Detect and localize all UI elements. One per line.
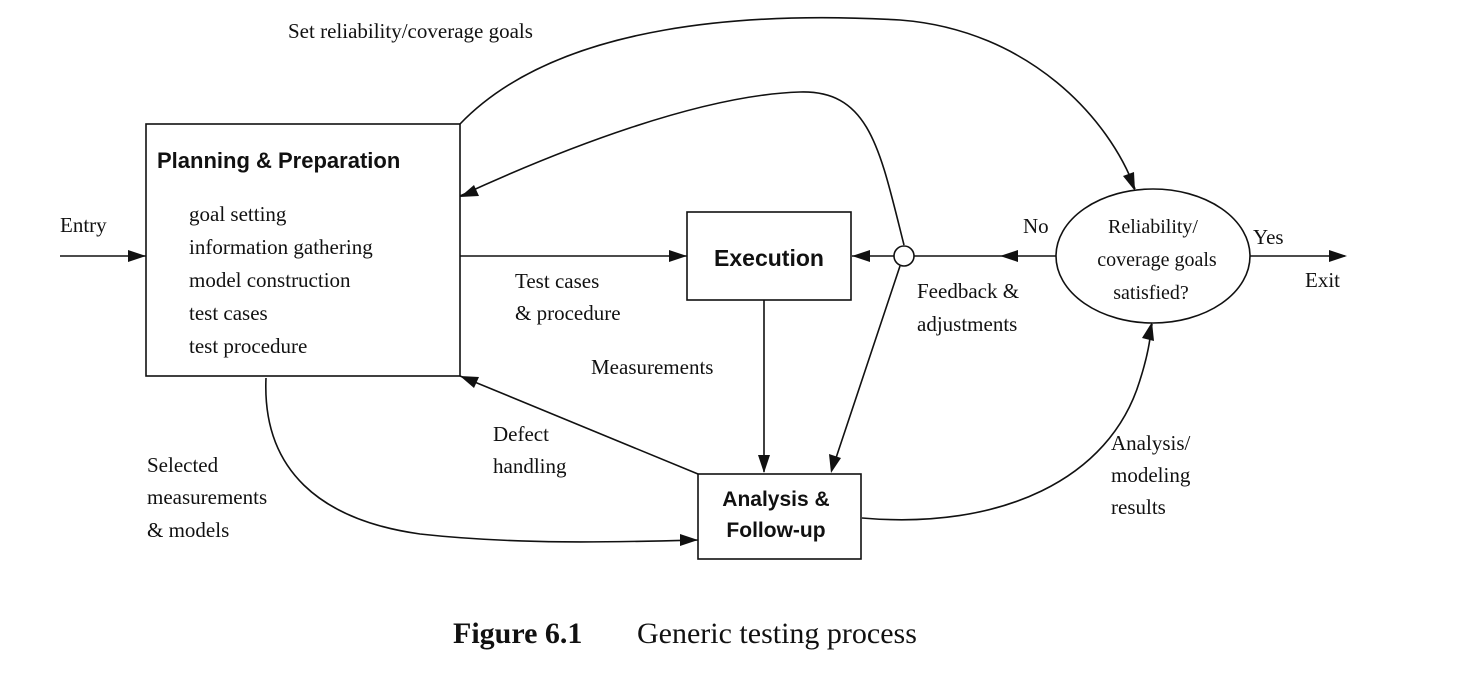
junction-to-analysis-line	[831, 265, 901, 471]
analysis-title-line: Analysis &	[722, 488, 829, 511]
defect-handling-arrowhead	[460, 376, 479, 388]
defect-handling-line	[459, 375, 699, 475]
planning-box	[145, 123, 461, 377]
no-label: No	[1023, 214, 1049, 238]
feedback-label: Feedback &	[917, 279, 1019, 303]
feedback-to-planning-arrowhead	[460, 185, 479, 197]
selected-label: Selected	[147, 453, 219, 477]
set-goals-curve	[459, 16, 1136, 190]
planning-item: information gathering	[189, 235, 373, 259]
selected-label: measurements	[147, 485, 267, 509]
no-arrowhead	[1000, 250, 1018, 262]
analysis-box	[697, 473, 862, 560]
selected-measurements-curve	[265, 377, 699, 543]
planning-to-execution-arrowhead	[669, 250, 687, 262]
test-cases-label: Test cases	[515, 269, 599, 293]
entry-label: Entry	[60, 213, 107, 237]
test-cases-label: & procedure	[515, 301, 621, 325]
planning-title: Planning & Preparation	[157, 148, 400, 173]
planning-item: goal setting	[189, 202, 287, 226]
execution-title: Execution	[714, 245, 824, 271]
selected-measurements-arrowhead	[680, 534, 698, 546]
junction-to-execution-arrowhead	[852, 250, 870, 262]
analysis-results-curve	[861, 323, 1153, 521]
caption-label: Figure 6.1	[453, 617, 582, 650]
analysis-title-line: Follow-up	[726, 519, 825, 542]
junction-to-analysis-arrowhead	[829, 454, 841, 473]
decision-ellipse	[1055, 188, 1251, 324]
defect-label: Defect	[493, 422, 549, 446]
analysis-results-label: results	[1111, 495, 1166, 519]
set-goals-label: Set reliability/coverage goals	[288, 19, 533, 43]
analysis-results-arrowhead	[1142, 322, 1154, 341]
measurements-arrowhead	[758, 455, 770, 473]
planning-item: model construction	[189, 268, 351, 292]
defect-label: handling	[493, 454, 567, 478]
feedback-label: adjustments	[917, 312, 1017, 336]
exit-arrowhead	[1329, 250, 1347, 262]
analysis-results-label: Analysis/	[1111, 431, 1191, 455]
planning-item: test procedure	[189, 334, 307, 358]
measurements-label: Measurements	[591, 355, 713, 379]
decision-line: coverage goals	[1097, 249, 1217, 271]
planning-item: test cases	[189, 301, 268, 325]
feedback-junction	[893, 245, 915, 267]
selected-label: & models	[147, 518, 229, 542]
decision-line: Reliability/	[1108, 216, 1198, 238]
execution-box	[686, 211, 852, 301]
set-goals-arrowhead	[1123, 172, 1135, 191]
feedback-to-planning-curve	[459, 91, 905, 246]
entry-arrowhead	[128, 250, 146, 262]
caption-text: Generic testing process	[637, 617, 917, 650]
yes-label: Yes	[1253, 225, 1284, 249]
decision-line: satisfied?	[1113, 282, 1189, 304]
analysis-results-label: modeling	[1111, 463, 1191, 487]
exit-label: Exit	[1305, 268, 1340, 292]
